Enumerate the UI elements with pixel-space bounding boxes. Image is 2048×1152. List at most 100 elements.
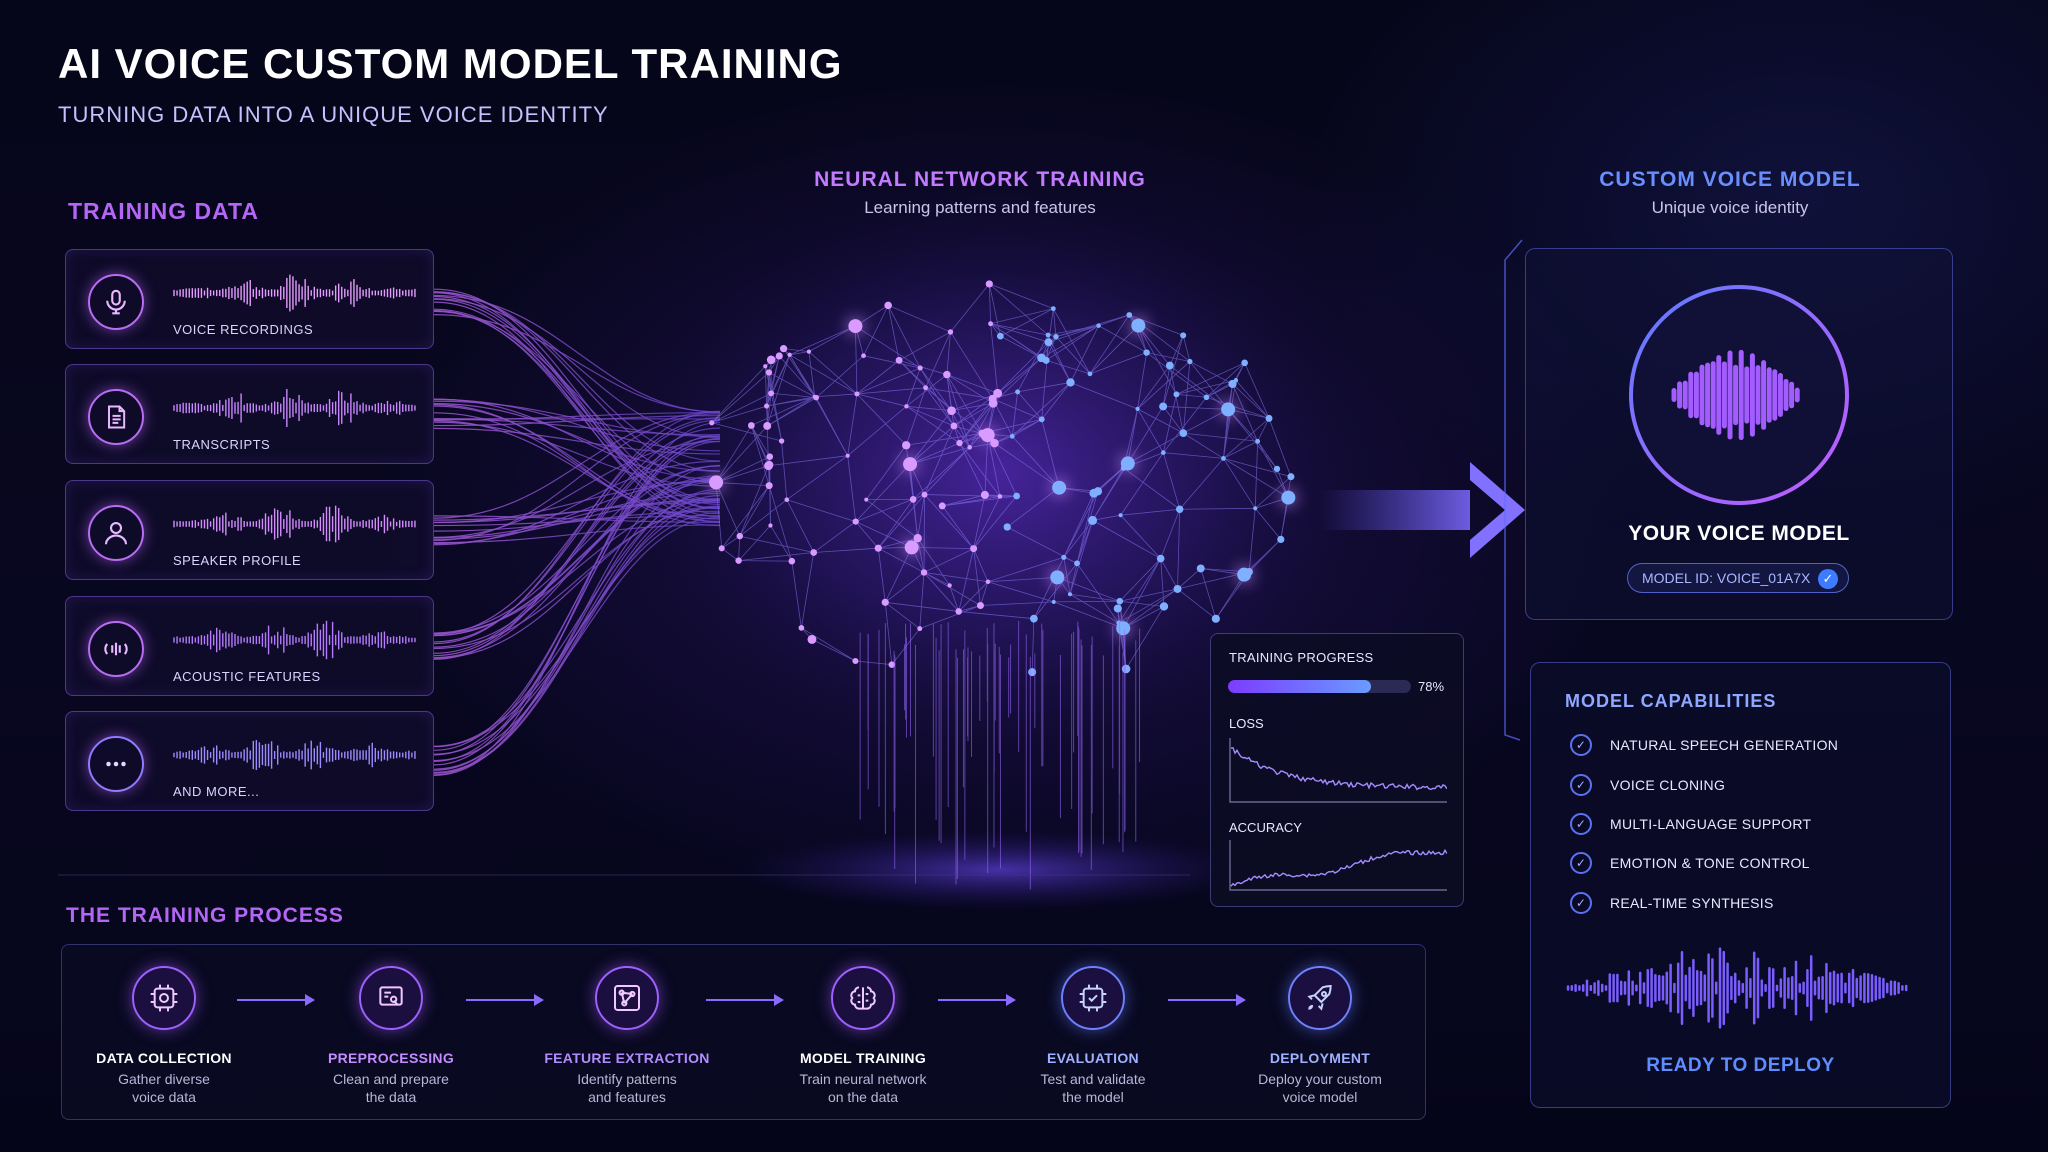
training-card-and-more[interactable]: AND MORE...: [65, 711, 434, 811]
brain-edge: [906, 433, 983, 446]
brain-edge: [789, 354, 858, 395]
document-icon: [88, 389, 144, 445]
brain-edge: [984, 435, 989, 495]
brain-edge: [866, 499, 918, 539]
data-flow-line: [433, 400, 721, 438]
data-flow-line: [433, 314, 721, 413]
brain-node: [852, 518, 859, 525]
process-step-title: DATA COLLECTION: [96, 1050, 232, 1066]
brain-edge: [877, 548, 886, 603]
brain-edge: [1189, 361, 1233, 385]
brain-node: [1051, 599, 1056, 604]
brain-node: [784, 497, 790, 503]
brain-node: [985, 579, 991, 585]
brain-node: [947, 583, 952, 588]
brain-edge: [906, 405, 952, 412]
brain-edge: [811, 639, 856, 662]
brain-node: [864, 497, 869, 502]
brain-edge: [898, 331, 951, 361]
brain-edge: [946, 374, 971, 448]
brain-edge: [919, 572, 925, 629]
brain-node: [909, 496, 917, 503]
brain-edge: [912, 447, 970, 500]
brain-edge: [973, 496, 1001, 549]
loss-chart: [1229, 738, 1447, 803]
brain-node: [947, 329, 954, 335]
brain-edge: [946, 374, 994, 404]
brain-edge: [1257, 441, 1278, 470]
brain-edge: [884, 547, 913, 603]
model-id-badge[interactable]: MODEL ID: VOICE_01A7X ✓: [1627, 563, 1849, 593]
microphone-icon: [88, 274, 144, 330]
data-flow-line: [433, 499, 721, 774]
brain-edge: [877, 499, 914, 549]
custom-voice-model-subheading: Unique voice identity: [1651, 198, 1809, 217]
brain-edge: [1063, 491, 1099, 558]
brain-edge: [1012, 436, 1060, 488]
brain-edge: [1069, 563, 1078, 595]
training-card-acoustic-features[interactable]: ACOUSTIC FEATURES: [65, 596, 434, 696]
brain-edge: [808, 325, 856, 352]
brain-edge: [856, 393, 907, 407]
brain-edge: [1092, 514, 1121, 521]
capability-label: NATURAL SPEECH GENERATION: [1610, 737, 1839, 753]
brain-edge: [786, 499, 815, 553]
brain-edge: [1128, 314, 1147, 353]
brain-node: [917, 365, 923, 371]
brain-edge: [953, 402, 994, 427]
brain-edge: [808, 351, 816, 397]
brain-edge: [884, 602, 893, 665]
training-card-speaker-profile[interactable]: SPEAKER PROFILE: [65, 480, 434, 580]
brain-edge: [1160, 509, 1181, 559]
brain-edge: [1223, 409, 1229, 459]
brain-edge: [1254, 476, 1292, 509]
brain-node: [736, 532, 743, 540]
brain-edge: [1176, 362, 1245, 395]
brain-edge: [1223, 458, 1289, 498]
model-capabilities-heading: MODEL CAPABILITIES: [1565, 691, 1777, 711]
brain-edge: [1118, 588, 1178, 624]
training-progress-bar: [1228, 680, 1411, 693]
waveform: [173, 274, 416, 312]
rocket-icon: [1288, 966, 1352, 1030]
brain-node: [902, 441, 911, 450]
brain-node: [978, 429, 987, 438]
brain-edge: [1053, 600, 1120, 603]
brain-edge: [951, 410, 971, 448]
brain-edge: [1183, 409, 1229, 434]
brain-edge: [923, 572, 981, 606]
brain-edge: [990, 308, 1054, 325]
data-flow-line: [433, 295, 721, 505]
brain-node: [956, 439, 963, 447]
brain-node: [993, 388, 1003, 398]
brain-node: [917, 626, 923, 632]
brain-edge: [771, 392, 817, 399]
brain-edge: [1189, 361, 1229, 410]
brain-edge: [1200, 568, 1217, 619]
training-card-transcripts[interactable]: TRANSCRIPTS: [65, 364, 434, 464]
brain-edge: [1045, 360, 1091, 375]
training-progress-panel: [1210, 633, 1464, 907]
brain-edge: [808, 351, 858, 395]
training-card-voice-recordings[interactable]: VOICE RECORDINGS: [65, 249, 434, 349]
data-flow-line: [433, 427, 721, 455]
brain-edge: [715, 465, 769, 483]
brain-edge: [1232, 383, 1270, 419]
brain-edge: [791, 561, 802, 628]
process-arrow: [938, 994, 1016, 1006]
brain-edge: [1257, 418, 1270, 442]
custom-voice-model-heading: CUSTOM VOICE MODEL: [1599, 168, 1861, 191]
data-flow-line: [433, 438, 721, 657]
brain-node: [709, 420, 715, 426]
brain-node: [1093, 487, 1103, 496]
brain-edge: [997, 357, 1042, 394]
brain-edge: [1177, 571, 1250, 590]
brain-node: [903, 457, 918, 472]
brain-edge: [1127, 432, 1184, 464]
